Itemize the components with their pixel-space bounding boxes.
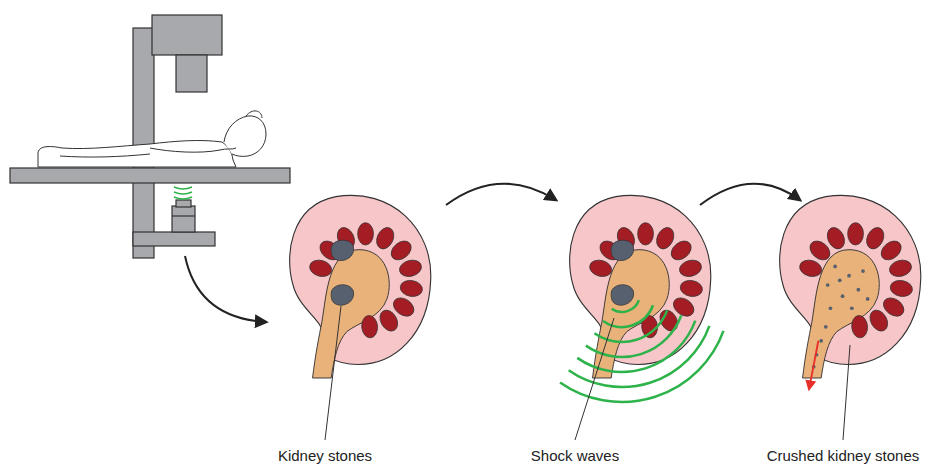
renal-pyramid [399,279,424,298]
shock-wave [603,305,653,327]
shock-wave [594,310,667,342]
renal-pyramid [888,258,914,279]
part-label: Crushed kidney stones [767,447,920,465]
shock-wave-symbol [174,187,192,199]
renal-pyramid [656,307,681,334]
kidney [570,195,711,378]
renal-pyramid [878,237,905,263]
stone-fragment [861,269,865,273]
patient [38,111,266,167]
shock-wave [577,321,695,372]
stone-fragment [826,283,830,287]
renal-pyramid [866,307,891,334]
leader-line [325,306,850,440]
shock-wave [612,300,639,312]
renal-pyramid [308,258,334,279]
kidney [290,195,431,378]
stone-fragment [856,288,860,292]
stone-fragment [866,297,870,301]
stone-fragment [824,325,828,329]
stone-fragment [838,278,842,282]
kidney-stone [331,240,354,260]
renal-pyramid [798,258,824,279]
stone-fragment [841,294,845,298]
renal-pyramid [376,307,401,334]
part-label: Kidney stones [278,447,372,465]
stone-fragment [850,306,854,310]
renal-pyramid [851,315,869,339]
flow-arrow [809,341,818,389]
kidney-stone [331,285,354,305]
renal-pyramid [388,237,415,263]
renal-pyramid [848,223,864,245]
lithotripter [10,15,290,258]
kidney-stone [611,240,634,260]
renal-pyramid [398,258,424,279]
renal-pyramid [889,279,914,298]
kidney-stone [611,285,634,305]
renal-pyramid [588,258,614,279]
stone-fragment [819,339,823,343]
renal-pyramid [678,258,704,279]
stone-fragment [833,265,837,269]
renal-pyramid [358,223,374,245]
shock-waves [560,300,723,402]
shock-wave [560,331,723,402]
renal-pyramid [638,223,654,245]
renal-pyramid [824,225,848,252]
part-label: Shock waves [531,447,619,465]
shock-wave [586,316,681,357]
stone-fragment [829,306,833,310]
renal-pyramid [679,279,704,298]
kidney [780,195,921,389]
renal-pyramid [361,315,379,339]
renal-pyramid [668,237,695,263]
stone-fragment [847,274,851,278]
